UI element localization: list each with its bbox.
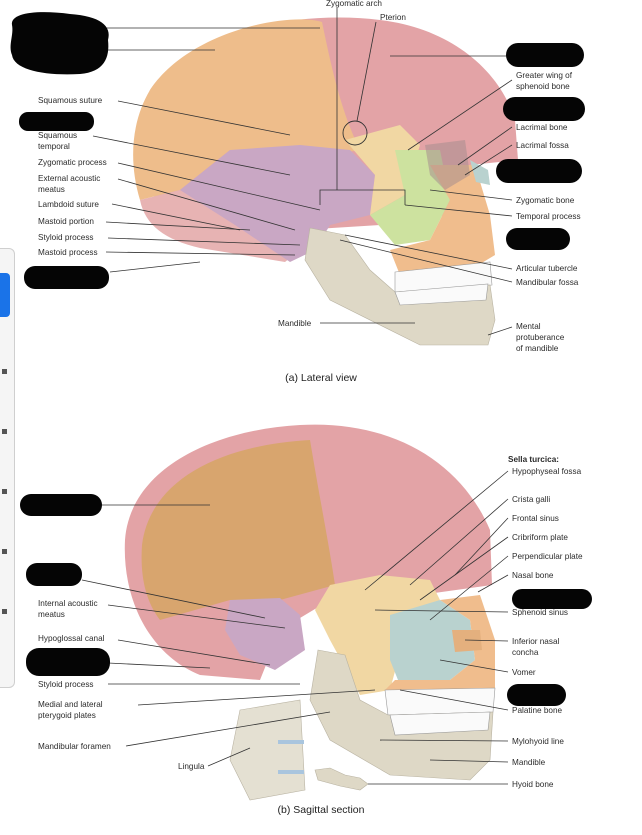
zygomatic-arch-bracket: [319, 189, 406, 205]
label-sella-turcica: Sella turcica:: [508, 455, 559, 464]
temporal-bone-sagittal: [225, 598, 305, 670]
label-crista-galli: Crista galli: [512, 495, 550, 504]
sagittal-redaction-masks: [20, 494, 592, 706]
intervertebral-disc-1: [278, 740, 304, 744]
label-internal-acoustic-1: Internal acoustic: [38, 599, 98, 608]
inferior-concha-sagittal: [452, 630, 482, 652]
mask-sagittal-3: [512, 589, 592, 609]
label-mandibular-fossa: Mandibular fossa: [516, 278, 579, 287]
label-styloid-process-sagittal: Styloid process: [38, 680, 94, 689]
label-hyoid-bone: Hyoid bone: [512, 780, 554, 789]
label-pterygoid-2: pterygoid plates: [38, 711, 96, 720]
caption-sagittal-section: (b) Sagittal section: [278, 804, 365, 816]
label-nasal-bone: Nasal bone: [512, 571, 554, 580]
lateral-leader-lines: [92, 8, 513, 336]
mask-sagittal-4: [26, 648, 110, 676]
sagittal-labels: Sella turcica: Hypophyseal fossa Crista …: [38, 455, 583, 816]
label-greater-wing-2: sphenoid bone: [516, 82, 570, 91]
orbit-lateral: [425, 140, 470, 190]
lateral-labels: Zygomatic arch Pterion Greater wing of s…: [38, 0, 581, 384]
label-styloid-process-lateral: Styloid process: [38, 233, 94, 242]
sagittal-section-figure: [124, 424, 496, 801]
label-mental-2: protuberance: [516, 333, 565, 342]
mask-lateral-2: [506, 43, 584, 67]
label-mastoid-process: Mastoid process: [38, 248, 98, 257]
side-panel-active-tab[interactable]: [0, 273, 10, 317]
label-mental-1: Mental: [516, 322, 541, 331]
label-temporal-process: Temporal process: [516, 212, 581, 221]
label-lacrimal-fossa: Lacrimal fossa: [516, 141, 569, 150]
label-sphenoid-sinus: Sphenoid sinus: [512, 608, 568, 617]
side-panel-marker-4[interactable]: [2, 549, 7, 554]
label-zygomatic-process: Zygomatic process: [38, 158, 107, 167]
side-panel-strip[interactable]: [0, 248, 15, 688]
label-mastoid-portion: Mastoid portion: [38, 217, 94, 226]
sagittal-leader-lines: [81, 470, 509, 785]
label-pterion: Pterion: [380, 13, 406, 22]
label-frontal-sinus: Frontal sinus: [512, 514, 559, 523]
label-mylohyoid-line: Mylohyoid line: [512, 737, 564, 746]
label-hypophyseal-fossa: Hypophyseal fossa: [512, 467, 582, 476]
label-articular-tubercle: Articular tubercle: [516, 264, 578, 273]
caption-lateral-view: (a) Lateral view: [285, 372, 357, 384]
label-cribriform-plate: Cribriform plate: [512, 533, 568, 542]
vomer-sagittal: [390, 600, 475, 685]
mask-lateral-5: [496, 159, 582, 183]
label-palatine-bone: Palatine bone: [512, 706, 563, 715]
label-greater-wing-1: Greater wing of: [516, 71, 573, 80]
mask-sagittal-5: [507, 684, 566, 706]
label-lingula: Lingula: [178, 762, 205, 771]
label-mandible-lateral: Mandible: [278, 319, 312, 328]
mask-lateral-7: [24, 266, 109, 289]
maxilla-sagittal: [385, 595, 495, 690]
label-internal-acoustic-2: meatus: [38, 610, 65, 619]
label-hypoglossal-canal: Hypoglossal canal: [38, 634, 105, 643]
label-vomer: Vomer: [512, 668, 536, 677]
label-external-acoustic-2: meatus: [38, 185, 65, 194]
label-external-acoustic-1: External acoustic: [38, 174, 100, 183]
cervical-spine-sagittal: [229, 699, 306, 801]
nasal-bone-lateral: [470, 160, 490, 185]
side-panel-marker-1[interactable]: [2, 369, 7, 374]
side-panel-marker-2[interactable]: [2, 429, 7, 434]
label-squamous-suture: Squamous suture: [38, 96, 103, 105]
mask-sagittal-1: [20, 494, 102, 516]
mask-sagittal-2: [26, 563, 82, 586]
maxilla-lateral: [390, 165, 495, 275]
lower-teeth-sagittal: [389, 711, 491, 736]
label-mandibular-foramen: Mandibular foramen: [38, 742, 111, 751]
label-inferior-nasal-2: concha: [512, 648, 539, 657]
mask-lateral-6: [506, 228, 570, 250]
label-zygomatic-bone: Zygomatic bone: [516, 196, 575, 205]
lateral-view-figure: [133, 17, 518, 346]
lower-teeth-lateral: [394, 283, 489, 306]
intervertebral-disc-2: [278, 770, 304, 774]
side-panel-marker-3[interactable]: [2, 489, 7, 494]
label-mental-3: of mandible: [516, 344, 559, 353]
mask-lateral-4: [19, 112, 94, 131]
upper-teeth-sagittal: [384, 687, 496, 716]
pterion-circle: [342, 120, 368, 146]
hyoid-bone-sagittal: [314, 767, 369, 791]
side-panel-marker-5[interactable]: [2, 609, 7, 614]
sphenoid-greater-wing-lateral: [345, 125, 420, 215]
mask-lateral-1: [10, 12, 109, 75]
mandible-lateral: [304, 227, 496, 346]
temporal-bone-lateral: [180, 145, 375, 262]
label-lacrimal-bone: Lacrimal bone: [516, 123, 568, 132]
parietal-bone-sagittal: [141, 440, 335, 620]
mask-lateral-3: [503, 97, 585, 121]
label-inferior-nasal-1: Inferior nasal: [512, 637, 560, 646]
label-perpendicular-plate: Perpendicular plate: [512, 552, 583, 561]
label-squamous-temporal-1: Squamous: [38, 131, 77, 140]
upper-teeth-lateral: [394, 261, 493, 293]
label-zygomatic-arch: Zygomatic arch: [326, 0, 382, 8]
label-squamous-temporal-2: temporal: [38, 142, 70, 151]
label-pterygoid-1: Medial and lateral: [38, 700, 103, 709]
label-mandible-sagittal: Mandible: [512, 758, 546, 767]
lateral-redaction-masks: [10, 12, 585, 289]
label-lambdoid-suture: Lambdoid suture: [38, 200, 99, 209]
